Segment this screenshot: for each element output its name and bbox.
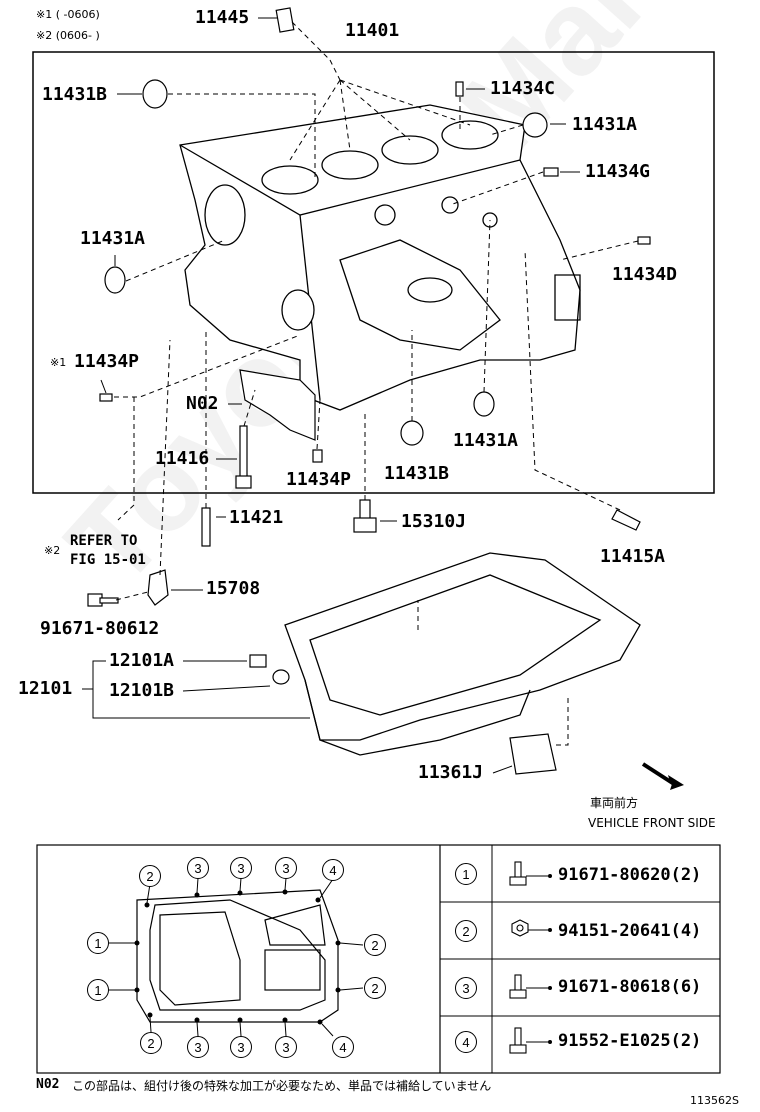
block-frame [32,51,715,494]
refer-mark: ※2 [44,544,61,557]
legend-callout-2: 2 [364,934,386,956]
legend-oil-pan [136,889,339,1023]
note-2: ※2 (0606- ) [36,29,100,42]
part-12101: 12101 [18,678,73,699]
table-num-2: 2 [455,920,477,942]
legend-callout-3: 3 [187,857,209,879]
oil-pan [284,552,641,756]
part-n02: N02 [186,393,219,414]
legend-callout-1: 1 [87,932,109,954]
part-15310j: 15310J [401,511,467,532]
part-11434d: 11434D [612,264,678,285]
legend-callout-3: 3 [275,857,297,879]
part-12101a: 12101A [109,650,175,671]
part-15708: 15708 [206,578,261,599]
legend-callout-2: 2 [139,865,161,887]
part-11361j: 11361J [418,762,484,783]
part-11434c: 11434C [490,78,556,99]
legend-callout-3: 3 [230,857,252,879]
part-11434g: 11434G [585,161,651,182]
part-11431a-top: 11431A [572,114,638,135]
refer-line-1: REFER TO [70,533,138,549]
part-11421: 11421 [229,507,284,528]
legend-callout-3: 3 [230,1036,252,1058]
table-num-3: 3 [455,977,477,999]
table-part-1: 91671-80620(2) [558,865,702,885]
part-11431a-left: 11431A [80,228,146,249]
footer-n02-label: N02 [36,1077,60,1092]
table-part-2: 94151-20641(4) [558,921,702,941]
footer-n02-text: この部品は、組付け後の特殊な加工が必要なため、単品では補給していません [72,1079,492,1093]
legend-leaders [109,877,364,1037]
part-11401: 11401 [345,20,400,41]
table-part-4: 91552-E1025(2) [558,1031,702,1051]
legend-callout-2: 2 [140,1032,162,1054]
part-11434p-bottom: 11434P [286,469,352,490]
legend-callout-2: 2 [364,977,386,999]
legend-callout-4: 4 [322,859,344,881]
front-side-jp: 車両前方 [590,796,639,810]
part-11431b-top: 11431B [42,84,108,105]
table-bolt-icons [509,861,548,1054]
dashed-leaders [114,21,639,746]
table-part-3: 91671-80618(6) [558,977,702,997]
legend-callout-3: 3 [187,1036,209,1058]
note-1: ※1 ( -0606) [36,8,100,21]
legend-callout-4: 4 [332,1036,354,1058]
legend-callout-1: 1 [87,979,109,1001]
part-12101b: 12101B [109,680,175,701]
part-11416: 11416 [155,448,210,469]
figure-code: 113562S [690,1094,739,1107]
table-num-1: 1 [455,863,477,885]
part-11445: 11445 [195,7,250,28]
front-side-en: VEHICLE FRONT SIDE [588,816,716,830]
part-11434p-left-mark: ※1 [50,356,67,369]
legend-bolt-dots [134,889,341,1025]
leader-lines [82,17,580,774]
legend-callout-3: 3 [275,1036,297,1058]
part-11434p-left: 11434P [74,351,140,372]
cylinder-block [179,104,581,411]
part-91671-80612: 91671-80612 [40,618,160,639]
part-11415a: 11415A [600,546,666,567]
part-11431b-bottom: 11431B [384,463,450,484]
small-parts [87,7,651,775]
refer-line-2: FIG 15-01 [70,552,146,568]
table-num-4: 4 [455,1031,477,1053]
part-11431a-bottom: 11431A [453,430,519,451]
